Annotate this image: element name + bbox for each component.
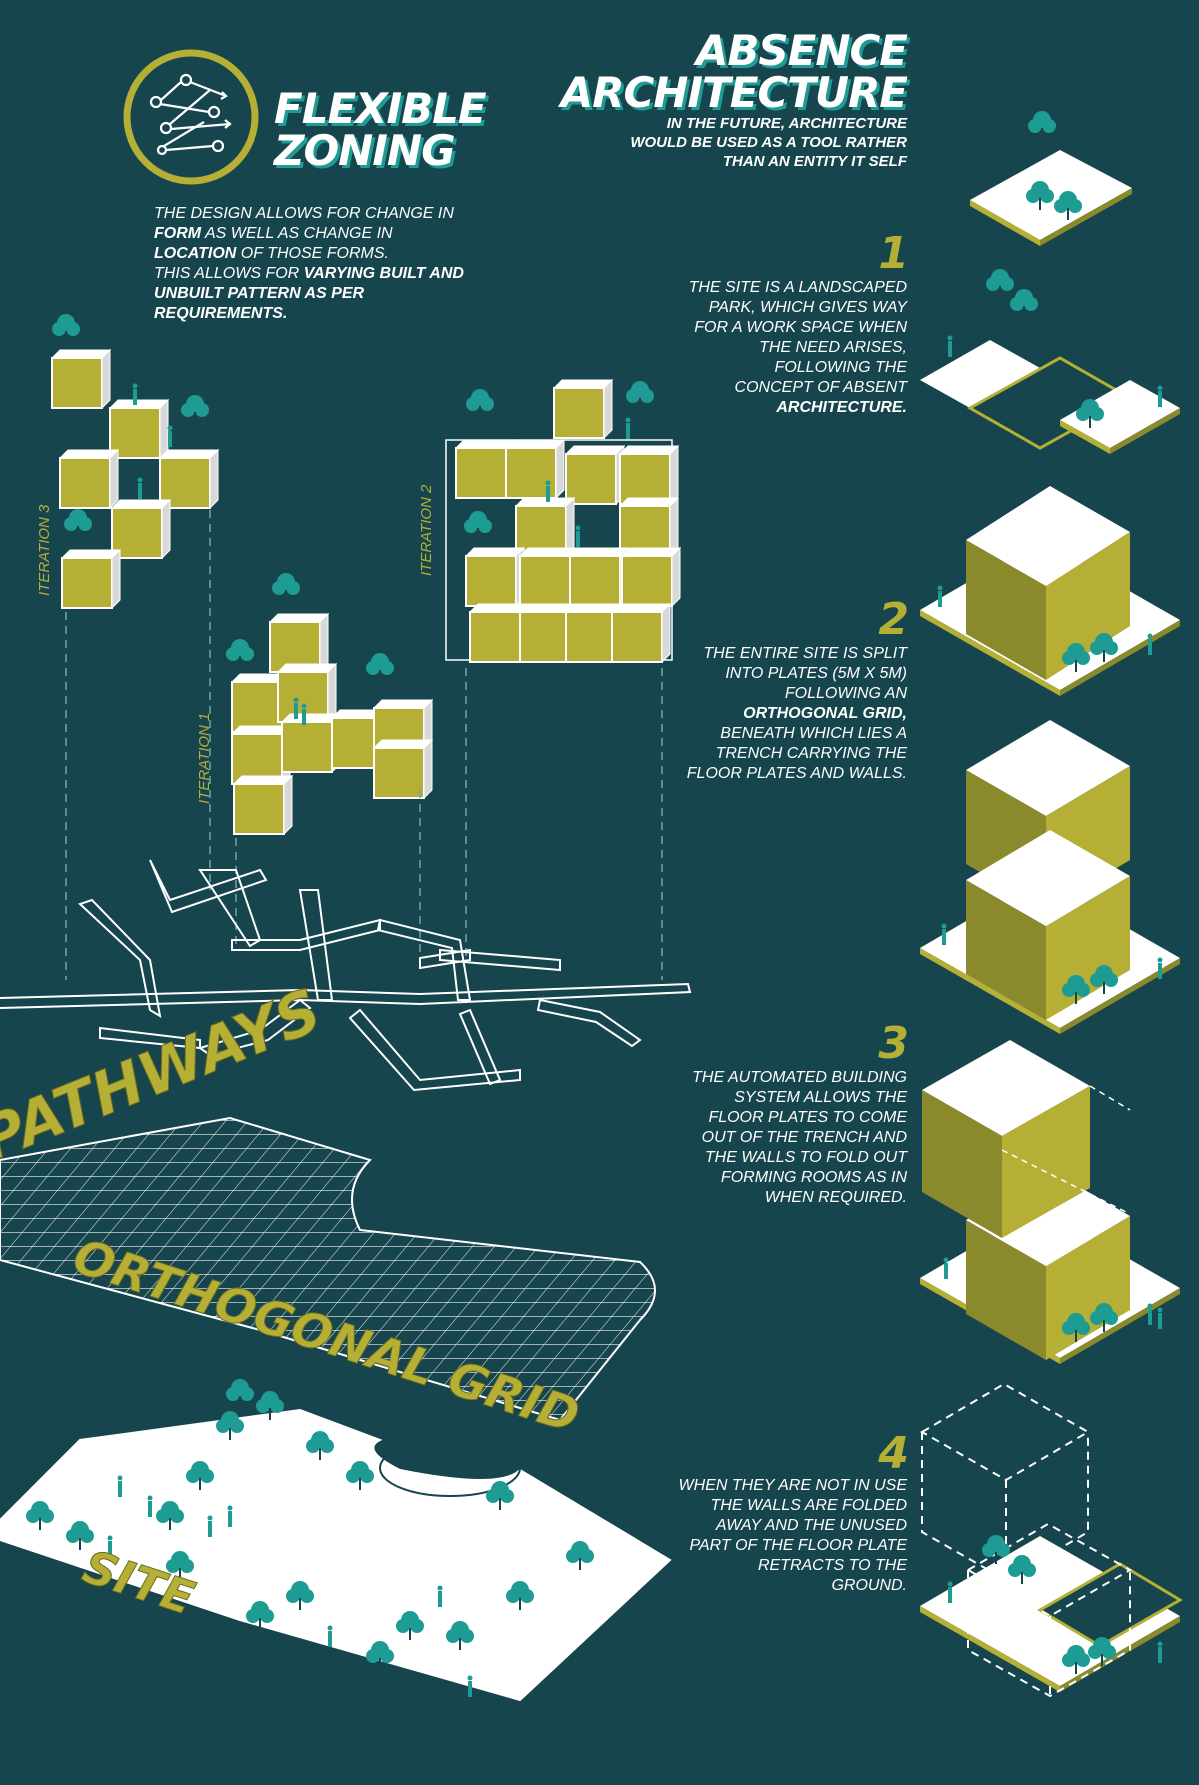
step-3-line: FORMING ROOMS AS IN	[720, 1169, 907, 1186]
projection-lines	[65, 510, 663, 980]
step-4-line: RETRACTS TO THE	[757, 1557, 907, 1574]
step-3-text: THE AUTOMATED BUILDING SYSTEM ALLOWS THE…	[692, 1068, 907, 1208]
step-4-line: AWAY AND THE UNUSED	[715, 1517, 907, 1534]
step-4-line: PART OF THE FLOOR PLATE	[689, 1537, 907, 1554]
absence-sub-line1: IN THE FUTURE, ARCHITECTURE	[666, 115, 907, 132]
step-2-cube	[920, 486, 1180, 696]
step-4-number: 4	[878, 1428, 909, 1479]
pathways-network	[0, 859, 692, 1092]
flexible-zoning-title: FLEXIBLE ZONING	[274, 84, 487, 175]
step-1-line: FOLLOWING THE	[774, 359, 907, 376]
absence-title-line2: ARCHITECTURE	[560, 68, 908, 117]
absence-title-line1: ABSENCE	[695, 26, 908, 75]
step-1-line: CONCEPT OF ABSENT	[734, 379, 907, 396]
desc-seg-6: VARYING BUILT AND	[303, 265, 464, 282]
step-1-split-plate	[920, 268, 1180, 454]
absence-subtitle: IN THE FUTURE, ARCHITECTURE WOULD BE USE…	[630, 114, 907, 171]
iteration-2-label: ITERATION 2	[418, 484, 435, 576]
step-3-floating-cubes	[920, 1040, 1180, 1364]
desc-seg-7: UNBUILT PATTERN AS PER	[154, 285, 365, 302]
step-2b-stacked-cubes	[920, 720, 1180, 1034]
step-3-line: WHEN REQUIRED.	[764, 1189, 907, 1206]
desc-seg-8: REQUIREMENTS.	[154, 305, 288, 322]
step-3-line: SYSTEM ALLOWS THE	[734, 1089, 907, 1106]
step-2-line: THE ENTIRE SITE IS SPLIT	[703, 645, 907, 662]
desc-seg-1: FORM	[154, 225, 202, 242]
step-4-line: THE WALLS ARE FOLDED	[710, 1497, 908, 1514]
step-4-dashed-cubes	[920, 1382, 1183, 1698]
step-3-number: 3	[878, 1018, 909, 1069]
desc-seg-2: AS WELL AS CHANGE IN	[201, 225, 393, 242]
step-2-number: 2	[878, 594, 909, 645]
orthogonal-grid-plane	[0, 1116, 656, 1422]
step-1-line: PARK, WHICH GIVES WAY	[708, 299, 907, 316]
desc-seg-5: THIS ALLOWS FOR	[154, 265, 304, 282]
step-1-line: ARCHITECTURE.	[776, 399, 907, 416]
step-2-line: BENEATH WHICH LIES A	[720, 725, 907, 742]
step-2-line: ORTHOGONAL GRID,	[743, 705, 907, 722]
step-4-text: WHEN THEY ARE NOT IN USE THE WALLS ARE F…	[679, 1476, 907, 1596]
step-0-park-plate	[970, 110, 1132, 246]
step-3-line: THE WALLS TO FOLD OUT	[704, 1149, 907, 1166]
step-2-text: THE ENTIRE SITE IS SPLIT INTO PLATES (5M…	[687, 644, 907, 784]
site-plane	[0, 1378, 672, 1702]
step-3-line: OUT OF THE TRENCH AND	[701, 1129, 907, 1146]
step-2-line: TRENCH CARRYING THE	[715, 745, 907, 762]
step-4-line: GROUND.	[831, 1577, 907, 1594]
step-1-line: THE NEED ARISES,	[759, 339, 907, 356]
step-2-line: FOLLOWING AN	[784, 685, 907, 702]
absence-sub-line2: WOULD BE USED AS A TOOL RATHER	[630, 134, 907, 151]
absence-architecture-title: ABSENCE ARCHITECTURE	[560, 26, 908, 117]
step-2-line: INTO PLATES (5M X 5M)	[725, 665, 907, 682]
flexible-zoning-description: THE DESIGN ALLOWS FOR CHANGE IN FORM AS …	[154, 204, 494, 324]
absence-sub-line3: THAN AN ENTITY IT SELF	[722, 153, 907, 170]
step-3-line: THE AUTOMATED BUILDING	[692, 1069, 907, 1086]
iteration-2-cluster	[445, 379, 681, 663]
step-1-number: 1	[878, 228, 909, 279]
step-2-line: FLOOR PLATES AND WALLS.	[686, 765, 907, 782]
desc-seg-0: THE DESIGN ALLOWS FOR CHANGE IN	[154, 205, 454, 222]
desc-seg-3: LOCATION	[154, 245, 237, 262]
iteration-3-label: ITERATION 3	[36, 504, 53, 596]
step-1-line: THE SITE IS A LANDSCAPED	[688, 279, 907, 296]
step-1-text: THE SITE IS A LANDSCAPED PARK, WHICH GIV…	[689, 278, 907, 418]
iteration-1-cluster	[225, 572, 433, 835]
iteration-3-cluster	[51, 313, 219, 609]
iteration-1-label: ITERATION 1	[196, 712, 213, 804]
step-3-line: FLOOR PLATES TO COME	[708, 1109, 907, 1126]
desc-seg-4: OF THOSE FORMS.	[236, 245, 389, 262]
flexible-zoning-title-line2: ZONING	[274, 126, 456, 175]
flexible-zoning-title-line1: FLEXIBLE	[274, 84, 487, 133]
step-4-line: WHEN THEY ARE NOT IN USE	[678, 1477, 907, 1494]
step-1-line: FOR A WORK SPACE WHEN	[694, 319, 907, 336]
